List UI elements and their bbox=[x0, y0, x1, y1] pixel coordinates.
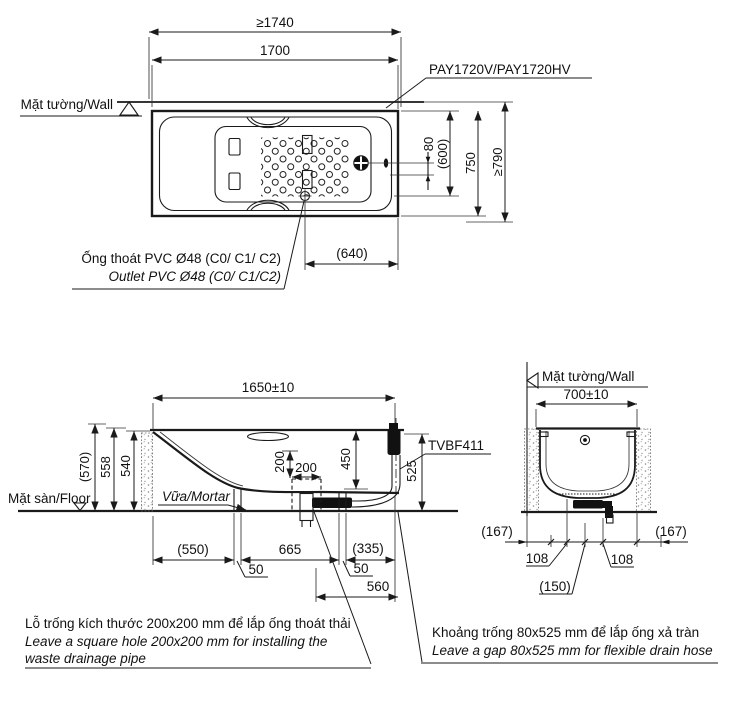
dim-167-right: (167) bbox=[655, 524, 687, 539]
drain-assembly-end bbox=[573, 500, 614, 524]
outlet-label-vi: Ống thoát PVC Ø48 (C0/ C1/ C2) bbox=[81, 251, 281, 266]
floor-slot-bottom bbox=[301, 169, 313, 190]
dim-length: 1650±10 bbox=[242, 380, 294, 395]
overflow-valve bbox=[350, 418, 401, 508]
dim-50-left: 50 bbox=[248, 562, 263, 577]
dim-hole-height: 200 bbox=[272, 451, 287, 473]
note-drain-hole: Lỗ trống kích thước 200x200 mm để lắp ốn… bbox=[25, 616, 371, 669]
dim-height-inner: 540 bbox=[118, 455, 133, 477]
dim-outlet-offset: (640) bbox=[336, 246, 368, 261]
mortar-block-right bbox=[636, 428, 651, 513]
dim-tub-width: 750 bbox=[463, 152, 478, 174]
mortar-column bbox=[141, 432, 153, 512]
dim-drain-offset-group: 80 bbox=[421, 137, 436, 190]
dim-665: 665 bbox=[279, 542, 302, 557]
grip-slot-bottom bbox=[228, 172, 241, 191]
floor-label: Mặt sàn/Floor bbox=[8, 491, 91, 506]
mortar-label: Vữa/Mortar bbox=[162, 489, 230, 504]
wall-arrow-icon bbox=[526, 371, 539, 390]
drain-icon bbox=[353, 155, 369, 171]
dim-total-length: ≥1740 bbox=[256, 15, 293, 30]
grip-slot-top bbox=[228, 137, 241, 156]
dim-335: (335) bbox=[352, 541, 384, 556]
dim-inner-width: (600) bbox=[435, 139, 450, 169]
dim-total-width: ≥790 bbox=[490, 148, 505, 177]
floor-marker-icon bbox=[72, 502, 88, 512]
note-hole-en-1: Leave a square hole 200x200 mm for insta… bbox=[25, 634, 327, 649]
note-hole-en-2: waste drainage pipe bbox=[25, 651, 146, 666]
dim-167-left: (167) bbox=[481, 524, 513, 539]
mortar-block-left bbox=[524, 428, 539, 513]
rim-grip-arcs bbox=[246, 117, 290, 211]
top-view: Mặt tường/Wall ≥1740 1700 PAY1720V/PAY17… bbox=[20, 15, 592, 290]
wall-label: Mặt tường/Wall bbox=[21, 97, 113, 112]
dim-width: 700±10 bbox=[564, 387, 609, 402]
tub-inner-rim bbox=[158, 116, 393, 212]
tub-profile bbox=[150, 428, 404, 495]
dim-overflow-height: 450 bbox=[338, 448, 353, 470]
note-drain-gap: Khoảng trống 80x525 mm để lắp ống xả trà… bbox=[421, 625, 718, 664]
dim-50-right: 50 bbox=[353, 561, 368, 576]
dim-550: (550) bbox=[177, 542, 209, 557]
outlet-label-en: Outlet PVC Ø48 (C0/ C1/C2) bbox=[108, 269, 281, 284]
wall-label-end: Mặt tường/Wall bbox=[542, 369, 634, 384]
wall-hatch-icon bbox=[118, 101, 140, 116]
dim-108-left: 108 bbox=[526, 551, 549, 566]
note-hole-vi: Lỗ trống kích thước 200x200 mm để lắp ốn… bbox=[25, 616, 351, 631]
dim-height-total: (570) bbox=[77, 452, 92, 482]
antislip-dot-pattern bbox=[261, 137, 349, 197]
model-label: PAY1720V/PAY1720HV bbox=[429, 62, 571, 77]
side-view: Mặt sàn/Floor bbox=[8, 380, 491, 665]
dim-150: (150) bbox=[539, 579, 571, 594]
end-view: Mặt tường/Wall 700±10 bbox=[481, 362, 688, 595]
floor-slot-top bbox=[301, 134, 313, 155]
dim-drain-offset: 80 bbox=[421, 137, 436, 151]
drain-trap bbox=[299, 492, 352, 527]
note-gap-vi: Khoảng trống 80x525 mm để lắp ống xả trà… bbox=[432, 625, 699, 640]
dim-tub-length: 1700 bbox=[260, 43, 290, 58]
tub-outer-rim bbox=[150, 109, 400, 218]
tub-floor-edge bbox=[214, 125, 372, 203]
rim-clip-right bbox=[626, 431, 636, 438]
rim-clip-left bbox=[539, 431, 549, 438]
drain-hole-dashed bbox=[291, 478, 322, 511]
overflow-fitting-icon bbox=[579, 434, 591, 446]
dim-hole-width: 200 bbox=[295, 460, 317, 475]
dim-gap-height: 525 bbox=[404, 460, 419, 482]
note-gap-en: Leave a gap 80x525 mm for flexible drain… bbox=[432, 643, 713, 658]
dim-560: 560 bbox=[367, 579, 390, 594]
tub-cross-section bbox=[536, 427, 640, 499]
valve-label: TVBF411 bbox=[428, 438, 484, 453]
outlet-hole-icon bbox=[298, 189, 312, 203]
dim-108-right: 108 bbox=[611, 552, 634, 567]
end-bottom-dims bbox=[505, 538, 688, 546]
dim-height-rim: 558 bbox=[98, 456, 113, 478]
